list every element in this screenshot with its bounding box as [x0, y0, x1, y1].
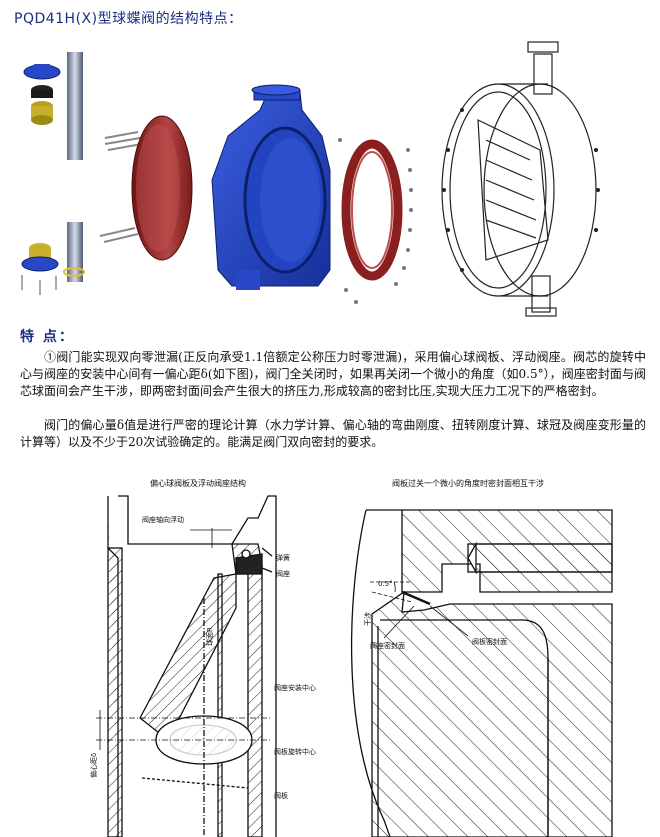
label-disc: 阀板 [274, 791, 288, 800]
label-disc-center: 阀板旋转中心 [274, 747, 316, 756]
isometric-drawing [441, 41, 600, 317]
label-disc-face: 阀板密封面 [472, 637, 507, 646]
page-title: PQD41H(X)型球蝶阀的结构特点： [14, 11, 243, 27]
upper-shaft [67, 52, 83, 160]
left-diagram-caption: 偏心球阀板及浮动阀座结构 [150, 479, 246, 488]
feature-paragraph-2: 阀门的偏心量δ值是进行严密的理论计算（水力学计算、偏心轴的弯曲刚度、扭转刚度计算… [20, 418, 646, 449]
features-heading: 特 点： [20, 329, 75, 345]
left-section-drawing [96, 495, 277, 837]
feature-paragraph-1: ①阀门能实现双向零泄漏(正反向承受1.1倍额定公称压力时零泄漏)，采用偏心球阀板… [20, 350, 646, 398]
label-spring: 弹簧 [276, 553, 290, 562]
label-seat: 阀座 [276, 569, 290, 578]
label-interference: 干涉 [363, 612, 372, 626]
label-seat-face: 阀座密封面 [370, 641, 405, 650]
right-section-drawing [350, 509, 613, 837]
exploded-view-illustration [21, 41, 600, 317]
label-seat-center: 阀座安装中心 [274, 683, 316, 692]
right-diagram-caption: 阀板过关一个微小的角度时密封面相互干涉 [392, 479, 544, 488]
label-eccentric: 偏心距δ [89, 753, 98, 778]
label-sphere: 球面R [205, 627, 214, 646]
seat-ring [341, 139, 403, 281]
lower-shaft [67, 222, 83, 282]
cross-section-diagrams: 阀座轴向浮动 弹簧 阀座 球面R 阀座安装中心 阀板旋转中心 阀板 偏心距δ 0… [89, 495, 613, 837]
label-seat-float: 阀座轴向浮动 [142, 515, 184, 524]
label-angle: 0.5° [378, 580, 393, 588]
